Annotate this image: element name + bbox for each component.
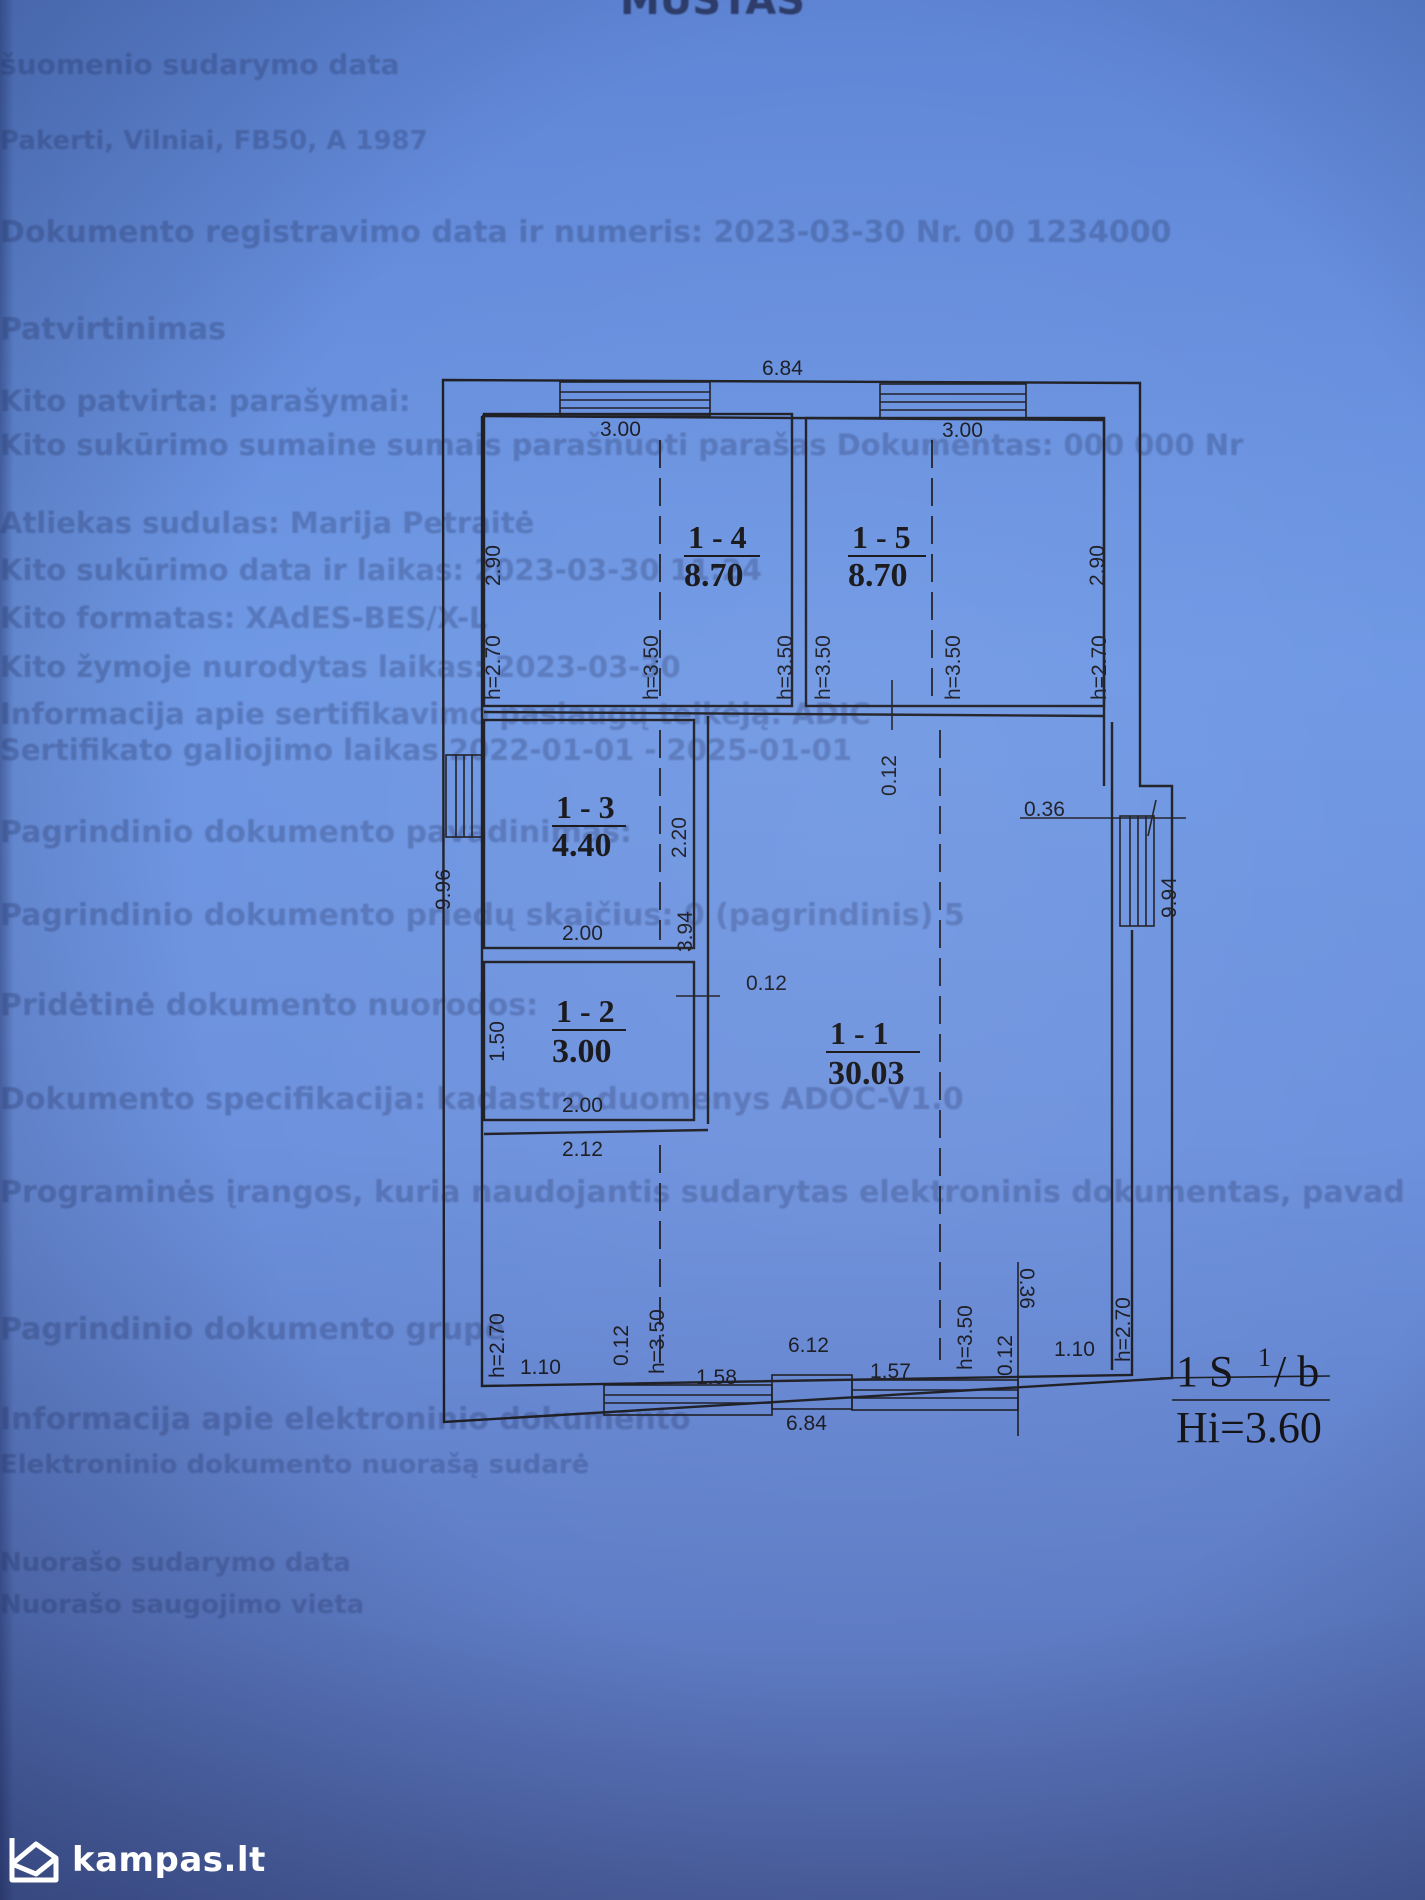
- stamp-floor-suffix: / b: [1274, 1347, 1319, 1396]
- window-top-left: [559, 381, 711, 417]
- page-shadow-edge: [0, 0, 14, 1900]
- room-1-1-area: 30.03: [828, 1055, 905, 1092]
- height-label: h=2.70: [1112, 1297, 1135, 1362]
- room-1-4-area: 8.70: [684, 557, 744, 594]
- bg-line: Sertifikato galiojimo laikas 2022-01-01 …: [0, 733, 853, 767]
- room-1-1: [659, 722, 1114, 1370]
- bg-line: Nuorašo sudarymo data: [0, 1548, 351, 1578]
- height-label: h=3.50: [942, 635, 965, 700]
- dim-room-1-2-width: 2.00: [562, 1094, 603, 1117]
- dim-partition-length: 3.94: [674, 911, 697, 952]
- bg-line: Kito žymoje nurodytas laikas: 2023-03-30: [0, 650, 681, 684]
- dim-room-1-4-depth: 2.90: [482, 545, 505, 586]
- room-1-3-area: 4.40: [552, 827, 612, 864]
- kampas-logo-icon: [9, 1838, 59, 1883]
- room-1-5-number: 1 - 5: [852, 519, 911, 555]
- bg-line: Patvirtinimas: [0, 312, 227, 347]
- dim-outer-left: 9.96: [432, 869, 455, 910]
- bg-line: Programinės įrangos, kuria naudojantis s…: [0, 1175, 1405, 1210]
- room-1-2-number: 1 - 2: [556, 993, 615, 1029]
- bg-line: Pagrindinio dokumento grupė: [0, 1312, 505, 1347]
- bg-line: Dokumento registravimo data ir numeris: …: [0, 215, 1172, 250]
- bg-line: Atliekas sudulas: Marija Petraitė: [0, 506, 535, 540]
- room-1-5: [804, 416, 1106, 708]
- height-label: h=2.70: [1088, 635, 1111, 700]
- dim-outer-wall: 0.36: [1024, 798, 1065, 821]
- bg-line: Kito sukūrimo data ir laikas: 2023-03-30…: [0, 553, 762, 587]
- height-label: h=3.50: [954, 1305, 977, 1370]
- height-label: h=3.50: [812, 635, 835, 700]
- height-label: h=3.50: [646, 1309, 669, 1374]
- dimension-markers: [676, 680, 1331, 1436]
- height-label: h=2.70: [486, 1313, 509, 1378]
- bg-line: Kito patvirta: parašymai:: [0, 384, 411, 418]
- bg-heading: MUSTAS: [620, 0, 806, 24]
- bg-line: Pridėtinė dokumento nuorodos:: [0, 988, 539, 1023]
- dim-room-1-5-width: 3.00: [942, 419, 983, 442]
- dim-room-1-3-width: 2.00: [562, 922, 603, 945]
- dim-bottom-right-segment: 1.57: [870, 1360, 911, 1383]
- kampas-logo-text: kampas.lt: [72, 1840, 266, 1880]
- dim-room-1-2-depth: 1.50: [486, 1021, 509, 1062]
- bg-line: šuomenio sudarymo data: [0, 48, 400, 81]
- bg-line: Kito sukūrimo sumaine sumais parašnuoti …: [0, 428, 1244, 462]
- dim-room-1-5-depth: 2.90: [1086, 545, 1109, 586]
- room-1-2: [482, 960, 709, 1136]
- room-1-4: [482, 412, 794, 708]
- floor-stamp: 1 S 1 / b Hi=3.60: [1176, 1343, 1322, 1452]
- height-label: h=3.50: [640, 635, 663, 700]
- room-1-5-area: 8.70: [848, 557, 908, 594]
- dim-outer-wall: 0.36: [1015, 1268, 1038, 1309]
- room-1-4-number: 1 - 4: [688, 519, 747, 555]
- bg-line: Nuorašo saugojimo vieta: [0, 1590, 365, 1620]
- bg-line: Informacija apie elektroninio dokumento: [0, 1402, 691, 1437]
- dim-outer-right: 9.94: [1158, 877, 1181, 918]
- kampas-logo: kampas.lt: [6, 1834, 266, 1886]
- dim-wall-thickness: 0.12: [878, 755, 901, 796]
- room-1-2-area: 3.00: [552, 1033, 612, 1070]
- dim-corner-right: 1.10: [1054, 1338, 1095, 1361]
- window-left: [445, 754, 483, 838]
- height-label: h=2.70: [482, 635, 505, 700]
- dim-outer-bottom: 6.84: [786, 1412, 827, 1435]
- dim-outer-top: 6.84: [762, 357, 803, 380]
- dim-room-1-4-width: 3.00: [600, 418, 641, 441]
- window-top-right: [879, 383, 1027, 419]
- room-1-3: [482, 716, 710, 1124]
- outer-walls: [441, 378, 1174, 1424]
- dim-wall-thickness: 0.12: [610, 1325, 633, 1366]
- dim-corner-left: 1.10: [520, 1356, 561, 1379]
- dim-hall-width: 2.12: [562, 1138, 603, 1161]
- bg-line: Pagrindinio dokumento pavadinimas:: [0, 815, 632, 850]
- hall-top-wall: [483, 710, 1105, 718]
- room-1-3-number: 1 - 3: [556, 789, 615, 825]
- dim-room-1-3-depth: 2.20: [668, 817, 691, 858]
- stamp-height: Hi=3.60: [1176, 1403, 1322, 1452]
- stamp-floor-label: 1 S: [1176, 1347, 1233, 1396]
- window-right: [1119, 815, 1155, 927]
- height-label: h=3.50: [774, 635, 797, 700]
- stamp-superscript: 1: [1258, 1343, 1271, 1372]
- room-1-1-number: 1 - 1: [830, 1015, 889, 1051]
- dim-bottom-left-segment: 1.58: [696, 1366, 737, 1389]
- bg-line: Pakerti, Vilniai, FB50, A 1987: [0, 126, 428, 156]
- dim-inner-bottom: 6.12: [788, 1334, 829, 1357]
- bg-line: Elektroninio dokumento nuorašą sudarė: [0, 1450, 590, 1480]
- dim-wall-thickness: 0.12: [994, 1335, 1017, 1376]
- bg-line: Kito formatas: XAdES-BES/X-L: [0, 601, 488, 635]
- dim-wall-thickness: 0.12: [746, 972, 787, 995]
